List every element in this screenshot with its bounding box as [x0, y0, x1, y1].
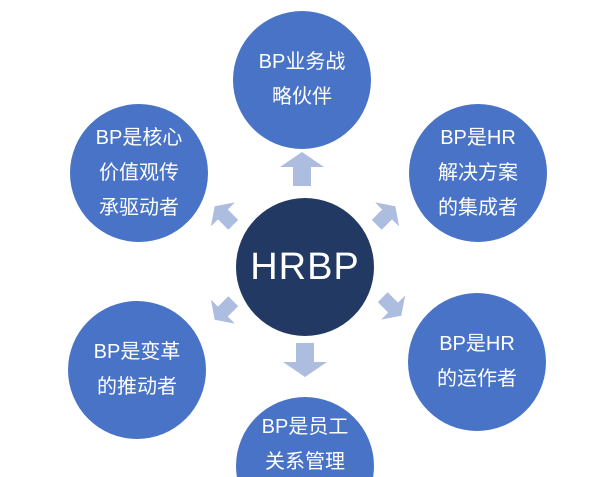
center-label: HRBP: [250, 245, 360, 288]
node-label-line: 略伙伴: [272, 86, 332, 108]
arrow-down-right-icon: [377, 292, 406, 320]
node-label-line: BP业务战: [258, 51, 346, 73]
node-label-line: BP是变革: [93, 341, 181, 363]
node-label-line: BP是HR: [440, 126, 516, 149]
node-employee-relations-manager: BP是员工 关系管理: [236, 397, 374, 477]
center-node-hrbp: HRBP: [236, 198, 374, 336]
node-label-line: 关系管理: [265, 451, 345, 473]
node-label-line: 的集成者: [438, 196, 518, 219]
arrow-up-icon: [280, 152, 324, 186]
arrow-down-icon: [283, 343, 327, 377]
node-label-line: 承驱动者: [99, 196, 179, 219]
node-label-line: BP是HR: [439, 333, 515, 355]
node-change-promoter: BP是变革 的推动者: [68, 301, 206, 439]
arrow-down-left-icon: [210, 296, 239, 324]
node-hr-solution-integrator: BP是HR 解决方案 的集成者: [409, 104, 547, 242]
node-label-line: BP是核心: [95, 126, 183, 149]
node-core-values-driver: BP是核心 价值观传 承驱动者: [70, 104, 208, 242]
arrow-up-left-icon: [210, 202, 239, 230]
node-label-line: 的推动者: [97, 376, 177, 398]
node-label-line: BP是员工: [261, 416, 349, 438]
node-hr-operator: BP是HR 的运作者: [408, 293, 546, 431]
node-business-strategy-partner: BP业务战 略伙伴: [233, 11, 371, 149]
node-label-line: 的运作者: [437, 368, 517, 390]
arrow-up-right-icon: [371, 202, 400, 230]
node-label-line: 价值观传: [99, 161, 179, 184]
node-label-line: 解决方案: [438, 161, 518, 184]
